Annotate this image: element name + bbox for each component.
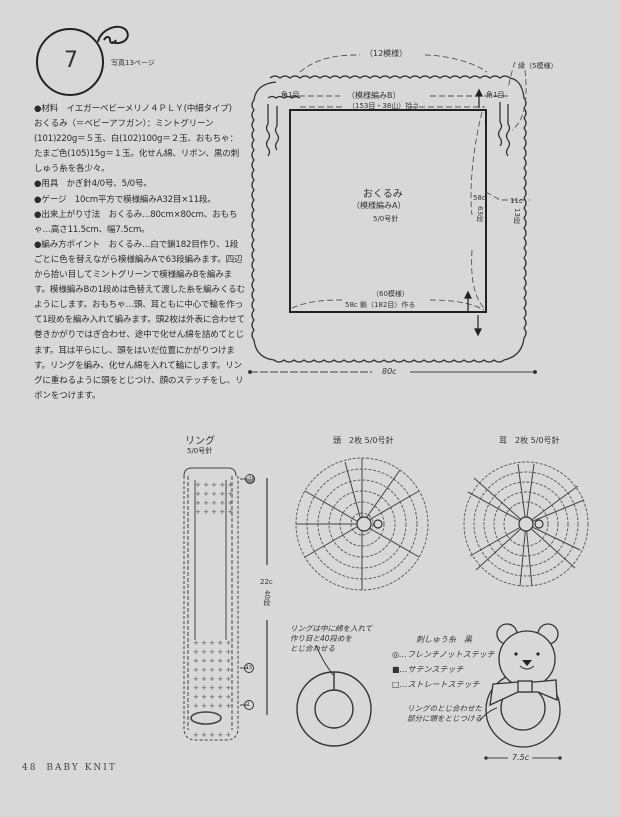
svg-text:+ + + + +: + + + + + (195, 490, 233, 498)
ear-chart-title: 耳 2枚 5/0号針 (499, 436, 560, 445)
blanket-height-cm: 58c (473, 194, 486, 202)
blanket-edge-label: 縁（5模様） (518, 62, 558, 70)
blanket-top-pattern-count: （12模様） (365, 49, 408, 58)
tools-section: ●用具 かぎ針4/0号、5/0号。 (34, 179, 152, 190)
svg-text:+ + + + +: + + + + + (195, 481, 233, 489)
toy-assembly-note: リングのとじ合わせた 部分に頭をとじつける (407, 704, 482, 723)
pattern-number-badge-shape (36, 25, 129, 96)
legend-title: 刺しゅう糸 黒 (416, 635, 472, 644)
page-footer: 48 BABY KNIT (22, 763, 117, 773)
svg-text:+ + + + +: + + + + + (193, 693, 231, 701)
ring-row-marker-15: 15 (246, 665, 253, 671)
svg-text:+ + + + +: + + + + + (193, 684, 231, 692)
blanket-border-rows: 13段 (513, 208, 521, 224)
blanket-corner-right: 角1目 (486, 91, 505, 99)
head-chart-title: 頭 2枚 5/0号針 (333, 436, 394, 445)
blanket-outline (251, 75, 527, 363)
blanket-corner-left: 角1目 (281, 91, 300, 99)
svg-text:+ + + + +: + + + + + (195, 499, 233, 507)
blanket-border-label: （模様編みB） (347, 91, 401, 100)
gauge-section: ●ゲージ 10cm平方で模様編みA32目×11段。 (34, 194, 216, 205)
toy-width: 7.5c (512, 753, 530, 762)
blanket-top-pickup: （153目・38山）拾う (348, 102, 420, 110)
finished-size-section: ●出来上がり寸法 おくるみ…80cm×80cm、おもちゃ…高さ11.5cm、幅7… (34, 209, 238, 235)
blanket-needle: 5/0号針 (373, 215, 399, 223)
photo-page-reference: 写真13ページ (111, 59, 155, 67)
ring-length-cm: 22c (260, 578, 273, 586)
materials-section: ●材料 イエガーベビーメリノ４ＰＬＹ(中細タイプ) おくるみ（＝ベビーアフガン）… (34, 104, 241, 175)
svg-text:+ + + + +: + + + + + (193, 639, 231, 647)
blanket-center-rect (289, 109, 487, 313)
ring-title: リング (185, 436, 215, 447)
ring-assembly-note: リングは中に綿を入れて 作り目と40段めを とじ合わせる (290, 624, 373, 653)
bear-toy-drawing (485, 623, 561, 748)
legend-french-knot: ◎…フレンチノットステッチ (392, 650, 495, 659)
page-number: 48 (22, 763, 38, 773)
blanket-pattern: （模様編みA） (352, 201, 406, 210)
blanket-bottom-chain: 58c 鎖（182目）作る (345, 301, 416, 309)
embroidery-legend: 刺しゅう糸 黒 ◎…フレンチノットステッチ ■…サテンステッチ □…ストレートス… (392, 632, 495, 692)
ring-chart (183, 467, 268, 741)
magazine-name: BABY KNIT (46, 763, 117, 773)
legend-straight-stitch: □…ストレートステッチ (392, 680, 480, 689)
pattern-number: 7 (64, 48, 78, 73)
ear-crochet-chart (463, 461, 589, 587)
ring-row-marker-40: 40 (246, 475, 253, 481)
svg-text:+ + + + +: + + + + + (193, 648, 231, 656)
svg-text:+ + + + +: + + + + + (195, 508, 233, 516)
blanket-border-cm: 11c (510, 197, 523, 205)
legend-satin-stitch: ■…サテンステッチ (392, 665, 464, 674)
knitting-points-section: ●編み方ポイント おくるみ…白で鎖182目作り、1段ごとに色を替えながら模様編み… (34, 239, 245, 401)
svg-text:+ + + + +: + + + + + (193, 666, 231, 674)
svg-text:+ + + + +: + + + + + (193, 731, 231, 739)
svg-text:+ + + + +: + + + + + (193, 657, 231, 665)
blanket-title: おくるみ (363, 189, 403, 200)
svg-text:+ + + + +: + + + + + (193, 675, 231, 683)
ring-drawing (296, 644, 372, 747)
ring-row-marker-1: 1 (247, 702, 251, 708)
blanket-height-rows: 63段 (476, 206, 484, 222)
instructions-text: ●材料 イエガーベビーメリノ４ＰＬＹ(中細タイプ) おくるみ（＝ベビーアフガン）… (34, 102, 246, 404)
blanket-bottom-pattern-count: （60模様） (372, 290, 409, 298)
ring-needle: 5/0号針 (187, 447, 213, 455)
svg-text:+ + + + +: + + + + + (193, 702, 231, 710)
blanket-total-width: 80c (382, 367, 397, 376)
ring-length-rows: 40段 (263, 590, 271, 606)
